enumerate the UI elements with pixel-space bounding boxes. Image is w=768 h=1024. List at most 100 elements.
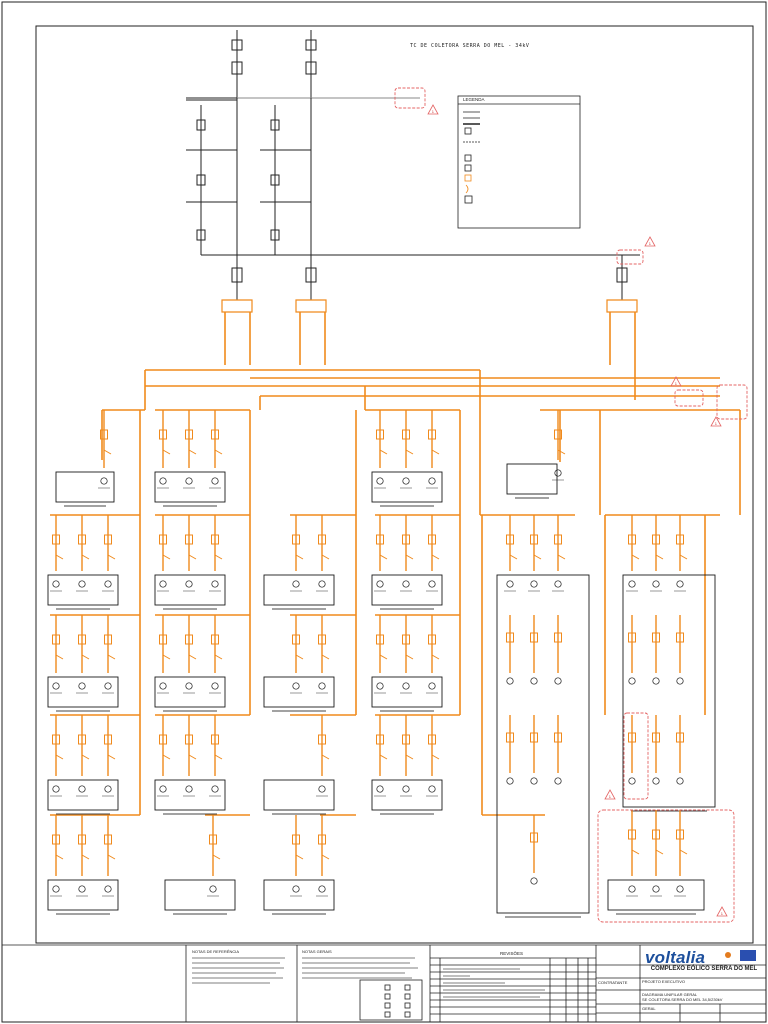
breaker-symbol	[506, 534, 514, 545]
turbine-symbol	[211, 477, 219, 485]
breaker-symbol	[402, 734, 410, 745]
project-phase: PROJETO EXECUTIVO	[642, 979, 686, 984]
breaker-symbol	[52, 534, 60, 545]
turbine-group-box	[506, 463, 558, 495]
turbine-group-box	[371, 779, 443, 811]
turbine-group-box	[496, 574, 590, 914]
turbine-symbol	[185, 580, 193, 588]
breaker-symbol	[104, 634, 112, 645]
turbine-symbol	[428, 477, 436, 485]
breaker-symbol	[554, 429, 562, 440]
turbine-symbol	[628, 885, 636, 893]
breaker-symbol	[428, 534, 436, 545]
breaker-symbol	[676, 829, 684, 840]
disconnect-symbol	[321, 854, 330, 860]
disconnect-symbol	[214, 654, 223, 660]
disconnect-symbol	[81, 654, 90, 660]
breaker-symbol	[78, 734, 86, 745]
breaker-symbol	[211, 734, 219, 745]
eu-flag-icon	[740, 950, 756, 961]
breaker-symbol	[159, 429, 167, 440]
turbine-group-box	[263, 574, 335, 606]
breaker-symbol	[628, 632, 636, 643]
drawing-frame	[35, 25, 754, 944]
turbine-symbol	[530, 777, 538, 785]
disconnect-symbol	[405, 554, 414, 560]
disconnect-symbol	[631, 849, 640, 855]
breaker-symbol	[318, 634, 326, 645]
disconnect-symbol	[431, 554, 440, 560]
breaker-symbol	[104, 834, 112, 845]
revision-triangle-icon	[710, 416, 722, 427]
breaker-symbol	[159, 634, 167, 645]
disconnect-symbol	[431, 754, 440, 760]
disconnect-symbol	[405, 654, 414, 660]
turbine-symbol	[185, 477, 193, 485]
breaker-symbol	[185, 634, 193, 645]
revision-number: 1	[675, 381, 678, 386]
breaker-symbol	[402, 534, 410, 545]
turbine-group-box	[371, 676, 443, 708]
breaker-symbol	[185, 734, 193, 745]
turbine-symbol	[318, 785, 326, 793]
turbine-group-box	[263, 879, 335, 911]
turbine-symbol	[506, 580, 514, 588]
breaker-symbol	[376, 734, 384, 745]
disconnect-symbol	[679, 849, 688, 855]
breaker-symbol	[376, 634, 384, 645]
turbine-symbol	[292, 885, 300, 893]
disconnect-symbol	[655, 554, 664, 560]
breaker-symbol	[211, 429, 219, 440]
disconnect-symbol	[55, 854, 64, 860]
turbine-symbol	[530, 677, 538, 685]
disconnect-symbol	[295, 554, 304, 560]
breaker-symbol	[185, 429, 193, 440]
disconnect-symbol	[557, 554, 566, 560]
disconnect-symbol	[379, 449, 388, 455]
turbine-symbol	[52, 885, 60, 893]
turbine-symbol	[428, 580, 436, 588]
turbine-symbol	[652, 777, 660, 785]
disconnect-symbol	[212, 854, 221, 860]
disconnect-symbol	[431, 654, 440, 660]
disconnect-symbol	[679, 554, 688, 560]
disconnect-symbol	[321, 654, 330, 660]
disconnect-symbol	[321, 554, 330, 560]
disconnect-symbol	[55, 554, 64, 560]
disconnect-symbol	[557, 449, 566, 455]
revision-triangle-icon	[427, 104, 439, 115]
breaker-symbol	[676, 534, 684, 545]
breaker-symbol	[292, 534, 300, 545]
turbine-symbol	[78, 580, 86, 588]
turbine-symbol	[628, 580, 636, 588]
turbine-symbol	[318, 580, 326, 588]
disconnect-symbol	[188, 654, 197, 660]
turbine-symbol	[292, 580, 300, 588]
breaker-symbol	[506, 732, 514, 743]
turbine-symbol	[52, 785, 60, 793]
breaker-symbol	[628, 829, 636, 840]
turbine-symbol	[209, 885, 217, 893]
turbine-symbol	[376, 785, 384, 793]
diagram-heading: TC DE COLETORA SERRA DO MEL - 34kV	[410, 43, 530, 49]
breaker-symbol	[292, 634, 300, 645]
disconnect-symbol	[107, 754, 116, 760]
breaker-symbol	[428, 634, 436, 645]
turbine-symbol	[52, 580, 60, 588]
breaker-symbol	[530, 632, 538, 643]
turbine-symbol	[318, 885, 326, 893]
revision-number: 1	[609, 794, 612, 799]
revision-clouds	[394, 87, 748, 923]
turbine-symbol	[652, 580, 660, 588]
breaker-symbol	[185, 534, 193, 545]
turbine-symbol	[554, 777, 562, 785]
breaker-symbol	[211, 534, 219, 545]
revision-triangle-icon	[644, 236, 656, 247]
disconnect-symbol	[405, 754, 414, 760]
sheet-label: GERAL	[642, 1006, 656, 1011]
turbine-symbol	[402, 785, 410, 793]
turbine-symbol	[506, 777, 514, 785]
disconnect-symbol	[188, 754, 197, 760]
disconnect-symbol	[379, 554, 388, 560]
